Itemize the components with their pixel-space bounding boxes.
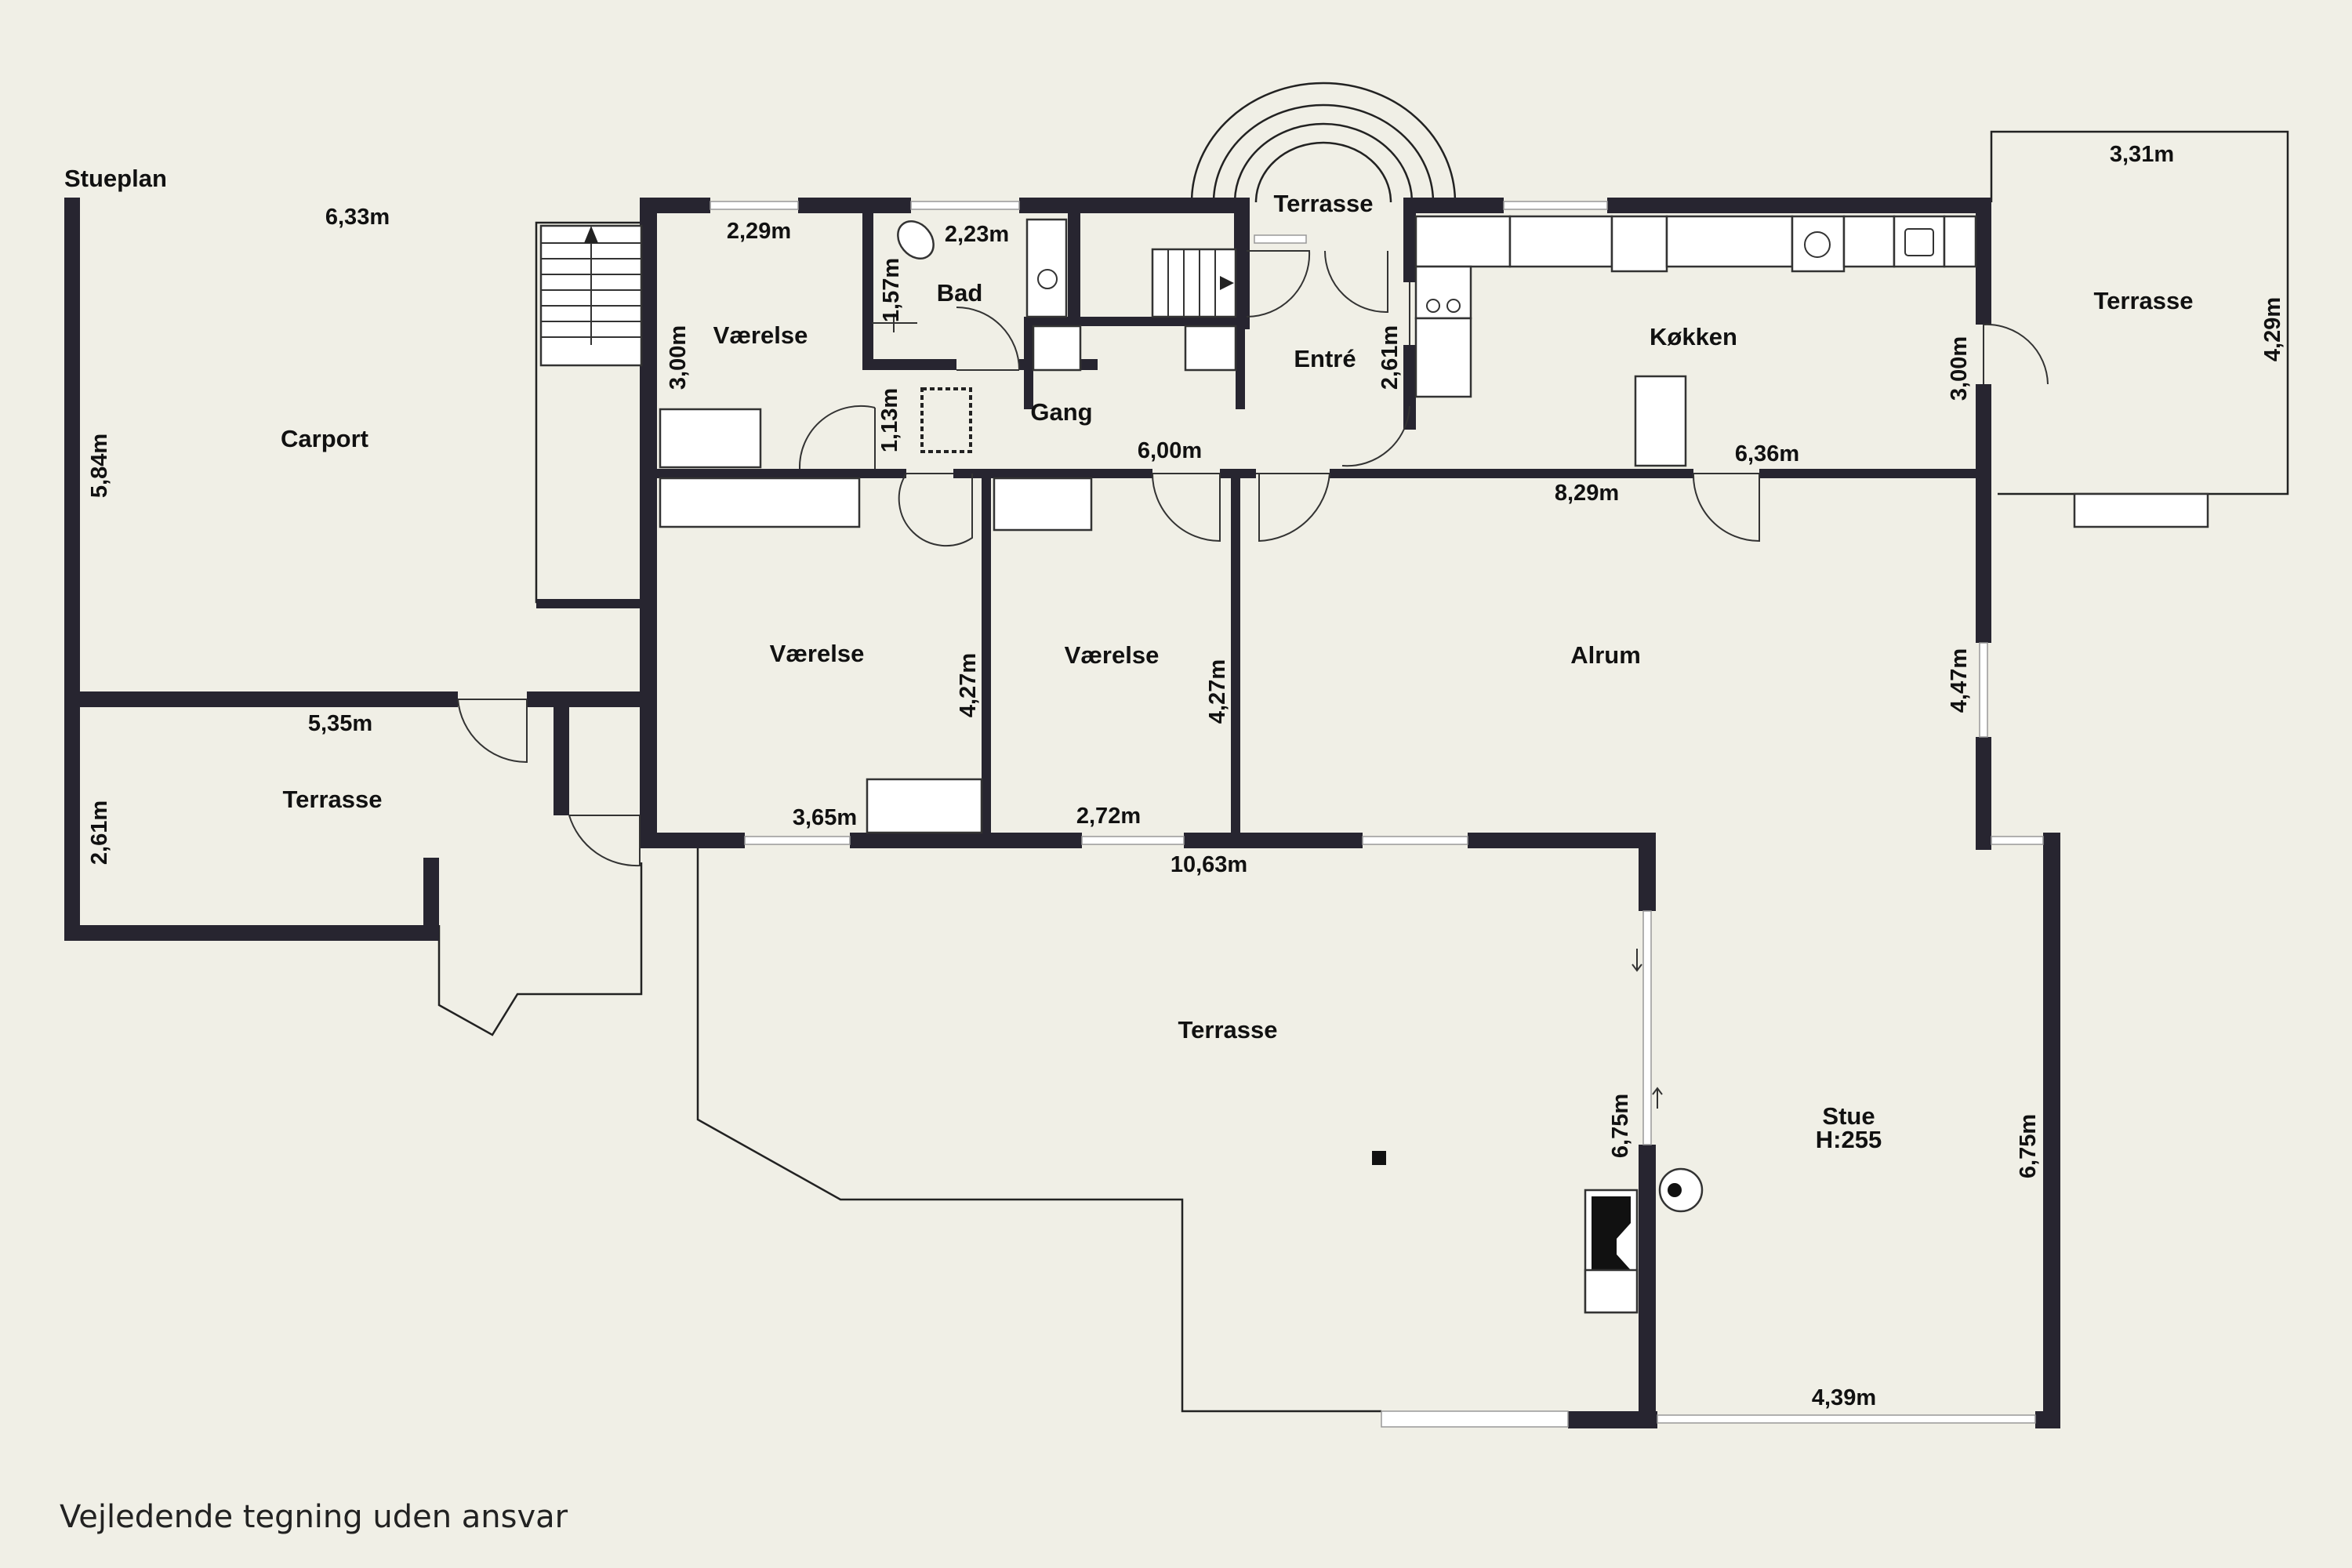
dim-terrasse-vest-width: 5,35m bbox=[308, 711, 372, 736]
room-vaerelse-mid2: Værelse bbox=[1065, 641, 1160, 669]
room-vaerelse-top: Værelse bbox=[713, 321, 808, 349]
room-gang: Gang bbox=[1030, 398, 1092, 426]
dim-stue-width: 4,39m bbox=[1812, 1385, 1876, 1410]
room-bad: Bad bbox=[937, 279, 983, 307]
dim-terrasse-oest-depth: 4,29m bbox=[2260, 297, 2285, 361]
dim-vaerelse-mid1-width: 3,65m bbox=[793, 805, 857, 830]
outdoor-outlines bbox=[437, 82, 2289, 1413]
dim-entre-depth: 2,61m bbox=[1377, 325, 1403, 390]
dim-vaerelse-mid1-depth: 4,27m bbox=[956, 653, 981, 717]
doors bbox=[457, 250, 2049, 867]
dim-bad-depth: 1,57m bbox=[879, 258, 904, 322]
room-alrum: Alrum bbox=[1570, 641, 1641, 669]
walls bbox=[64, 198, 2060, 1428]
room-terrasse-syd: Terrasse bbox=[1178, 1016, 1278, 1044]
dim-bad-width: 2,23m bbox=[945, 222, 1009, 247]
fixtures bbox=[539, 215, 2209, 1314]
room-terrasse-oest: Terrasse bbox=[2094, 287, 2194, 314]
dim-carport-depth: 5,84m bbox=[87, 434, 112, 498]
room-koekken: Køkken bbox=[1650, 323, 1737, 350]
dim-stue-depth-right: 6,75m bbox=[2016, 1114, 2041, 1178]
room-vaerelse-mid1: Værelse bbox=[770, 640, 865, 667]
disclaimer-text: Vejledende tegning uden ansvar bbox=[60, 1499, 568, 1535]
dim-vaerelse-top-depth: 3,00m bbox=[666, 325, 691, 390]
dim-terrasse-oest-width: 3,31m bbox=[2110, 142, 2174, 167]
dim-koekken-depth: 3,00m bbox=[1947, 336, 1972, 401]
dim-alrum-depth: 4,47m bbox=[1947, 648, 1972, 713]
windows bbox=[710, 201, 2044, 1428]
dim-total-width: 10,63m bbox=[1171, 852, 1247, 877]
dim-terrasse-vest-depth: 2,61m bbox=[87, 800, 112, 865]
dim-vaerelse-mid2-depth: 4,27m bbox=[1205, 659, 1230, 724]
dim-vaerelse-top-width: 2,29m bbox=[727, 219, 791, 244]
dim-gang-width: 6,00m bbox=[1138, 438, 1202, 463]
plan-title: Stueplan bbox=[64, 165, 167, 192]
room-stue: Stue bbox=[1822, 1102, 1875, 1130]
room-terrasse-vest: Terrasse bbox=[283, 786, 383, 813]
dim-carport-width: 6,33m bbox=[325, 205, 390, 230]
dim-gang-depth: 1,13m bbox=[877, 388, 902, 452]
dim-koekken-width: 6,36m bbox=[1735, 441, 1799, 466]
dim-alrum-width: 8,29m bbox=[1555, 481, 1619, 506]
room-entre: Entré bbox=[1294, 345, 1356, 372]
room-carport: Carport bbox=[281, 425, 368, 452]
room-stue-height: H:255 bbox=[1816, 1126, 1882, 1153]
dim-stue-depth-left: 6,75m bbox=[1608, 1094, 1633, 1158]
labels: Stueplan Carport Terrasse Værelse Bad Te… bbox=[64, 142, 2285, 1410]
dim-vaerelse-mid2-width: 2,72m bbox=[1076, 804, 1141, 829]
room-terrasse-top: Terrasse bbox=[1274, 190, 1374, 217]
